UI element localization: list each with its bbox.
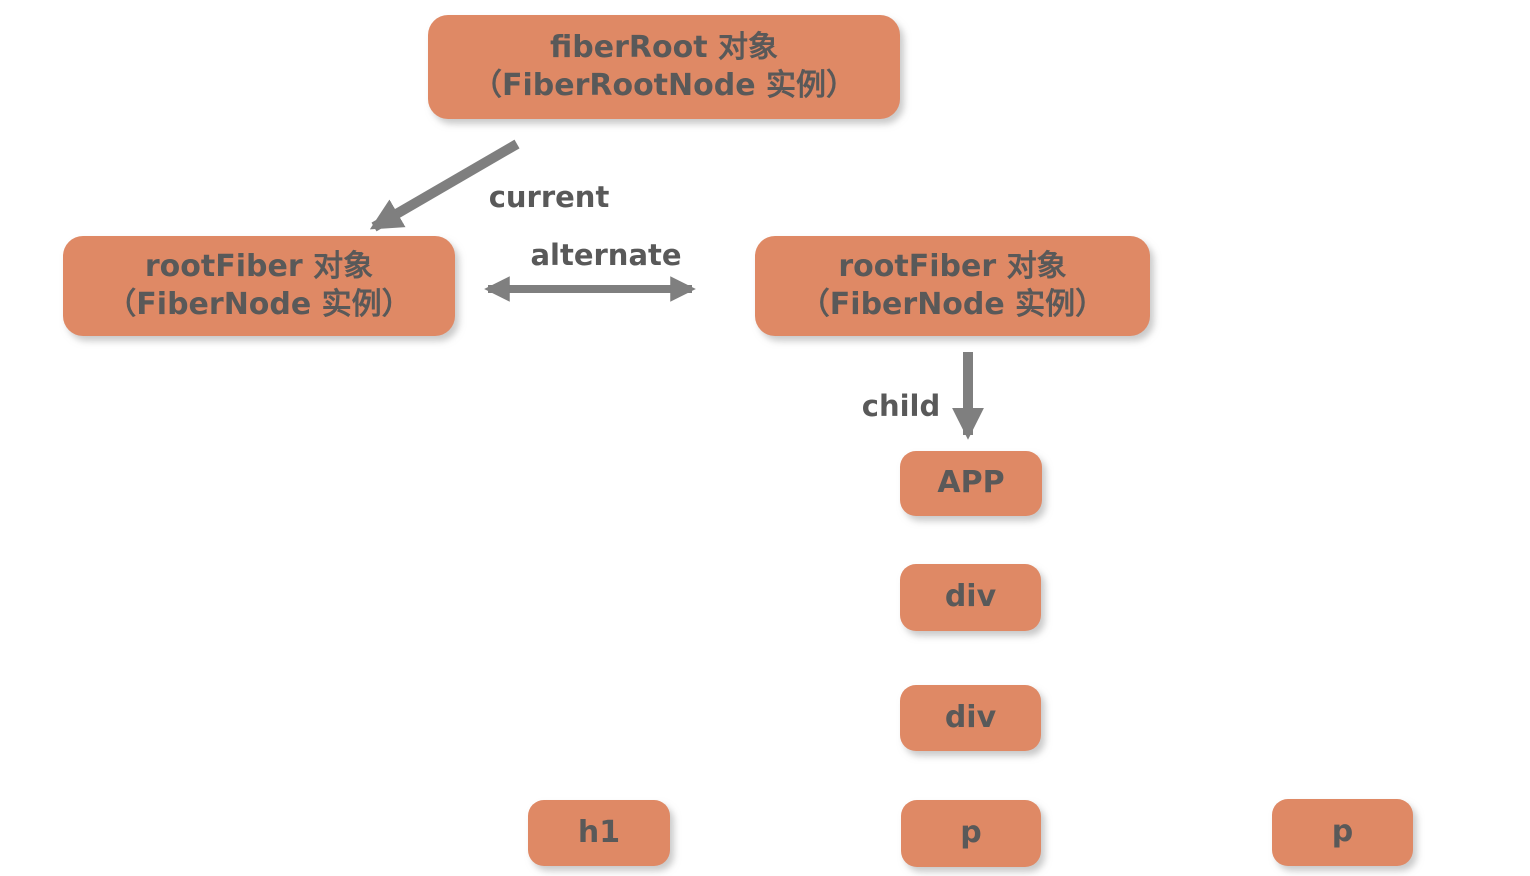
p-node-middle: p <box>901 800 1041 867</box>
fiber-root-node-label-line2: （FiberRootNode 实例） <box>471 68 857 103</box>
p-node-middle-label: p <box>960 815 982 851</box>
root-fiber-left-node-label-line2: （FiberNode 实例） <box>106 287 412 322</box>
app-node: APP <box>900 451 1042 516</box>
root-fiber-right-node-label-line1: rootFiber 对象 <box>838 248 1067 284</box>
root-fiber-right-node-label-line2: （FiberNode 实例） <box>799 287 1106 322</box>
root-fiber-left-node-label-line1: rootFiber 对象 <box>144 248 374 284</box>
div-node-1: div <box>900 564 1041 631</box>
h1-node: h1 <box>528 800 670 866</box>
p-node-right-label: p <box>1331 814 1354 850</box>
current-edge-label: current <box>488 180 610 214</box>
root-fiber-right-node: rootFiber 对象 （FiberNode 实例） <box>755 236 1150 336</box>
div-node-2-label: div <box>944 699 997 735</box>
div-node-2: div <box>900 685 1041 751</box>
alternate-edge-label: alternate <box>530 238 682 272</box>
p-node-right: p <box>1272 799 1413 866</box>
fiber-root-node: fiberRoot 对象 （FiberRootNode 实例） <box>428 15 900 119</box>
root-fiber-left-node: rootFiber 对象 （FiberNode 实例） <box>63 236 455 336</box>
child-edge-label: child <box>861 389 941 423</box>
h1-node-label: h1 <box>577 814 621 850</box>
fiber-root-node-label-line1: fiberRoot 对象 <box>550 29 778 65</box>
app-node-label: APP <box>937 465 1005 501</box>
div-node-1-label: div <box>944 579 997 615</box>
